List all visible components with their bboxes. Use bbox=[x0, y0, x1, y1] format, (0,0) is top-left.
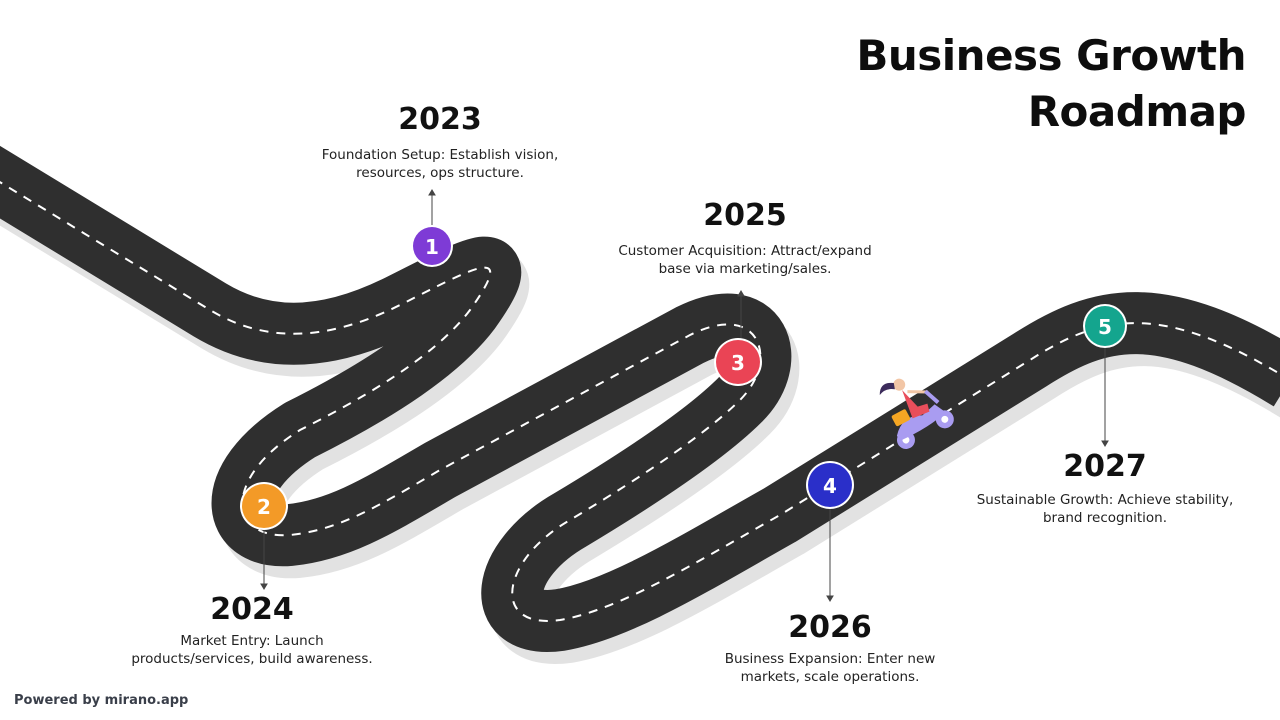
marker-circle bbox=[413, 227, 451, 265]
connector-lines bbox=[260, 189, 1109, 602]
title-line-1: Business Growth bbox=[856, 31, 1246, 80]
milestone-year: 2026 bbox=[788, 610, 872, 645]
milestone-marker-2[interactable]: 2 bbox=[240, 482, 288, 530]
milestone-marker-5[interactable]: 5 bbox=[1083, 304, 1127, 348]
milestone-description: Sustainable Growth: Achieve stability, b… bbox=[976, 492, 1234, 526]
marker-number: 3 bbox=[731, 351, 745, 375]
milestone-description: Foundation Setup: Establish vision, reso… bbox=[321, 147, 559, 181]
milestone-2026: 2026 Business Expansion: Enter new marke… bbox=[700, 610, 960, 686]
milestone-2023: 2023 Foundation Setup: Establish vision,… bbox=[300, 102, 580, 182]
marker-circle bbox=[1085, 306, 1125, 346]
milestone-marker-4[interactable]: 4 bbox=[806, 461, 854, 509]
milestone-2025: 2025 Customer Acquisition: Attract/expan… bbox=[595, 198, 895, 278]
milestone-2027: 2027 Sustainable Growth: Achieve stabili… bbox=[955, 449, 1255, 527]
marker-circle bbox=[808, 463, 852, 507]
milestone-marker-1[interactable]: 1 bbox=[411, 225, 453, 267]
marker-number: 5 bbox=[1098, 315, 1112, 339]
scooter-rider-icon bbox=[879, 378, 954, 449]
title-line-2: Roadmap bbox=[1027, 87, 1247, 136]
powered-by-footer: Powered by mirano.app bbox=[14, 693, 189, 708]
milestone-description: Customer Acquisition: Attract/expand bas… bbox=[618, 243, 872, 277]
marker-circle bbox=[242, 484, 286, 528]
milestone-marker-3[interactable]: 3 bbox=[714, 338, 762, 386]
milestone-year: 2025 bbox=[703, 198, 787, 233]
milestone-year: 2023 bbox=[398, 102, 482, 137]
milestone-2024: 2024 Market Entry: Launch products/servi… bbox=[112, 592, 392, 668]
milestone-year: 2024 bbox=[210, 592, 294, 627]
page-title: Business Growth Roadmap bbox=[726, 28, 1246, 140]
marker-circle bbox=[716, 340, 760, 384]
marker-number: 4 bbox=[823, 474, 837, 498]
lane-marking bbox=[0, 181, 1280, 622]
milestone-description: Market Entry: Launch products/services, … bbox=[131, 633, 373, 667]
milestone-year: 2027 bbox=[1063, 449, 1147, 484]
marker-number: 2 bbox=[257, 495, 271, 519]
marker-number: 1 bbox=[425, 235, 439, 259]
milestone-description: Business Expansion: Enter new markets, s… bbox=[724, 651, 936, 685]
